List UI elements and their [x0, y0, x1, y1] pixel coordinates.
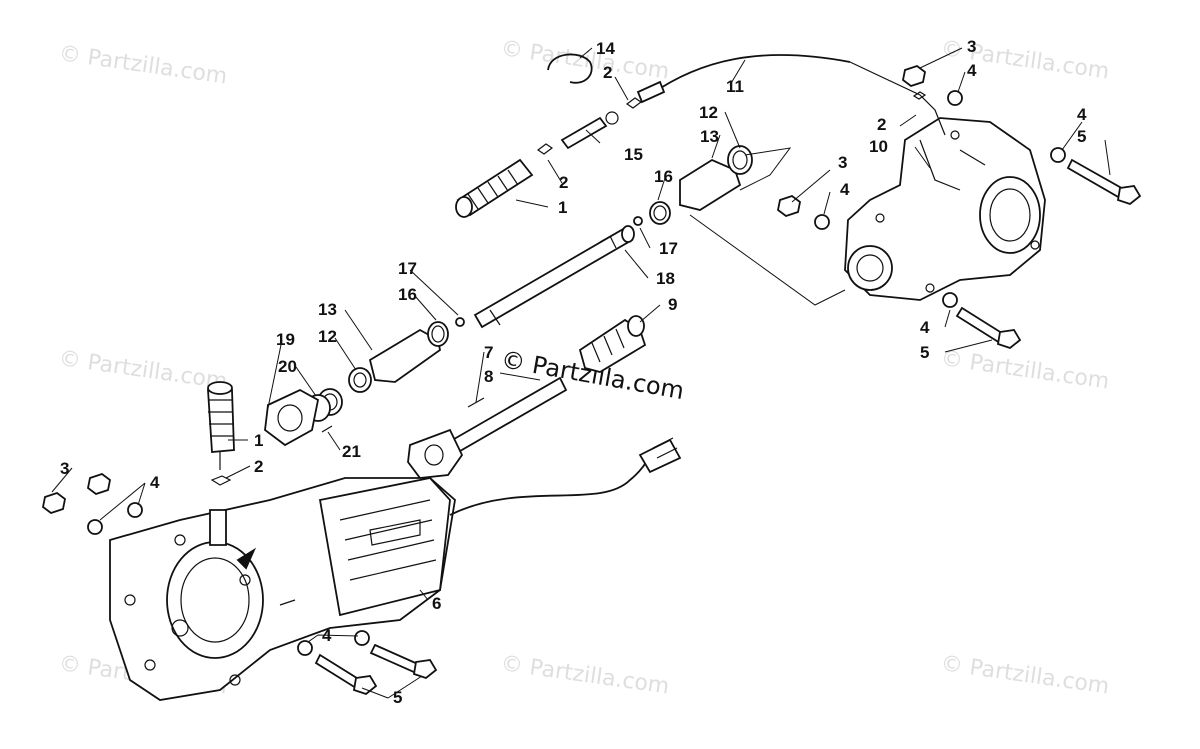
watermark: © Partzilla.com	[939, 36, 1111, 84]
boot-nine	[578, 315, 647, 373]
callout-label: 10	[869, 137, 888, 156]
transmission-left	[109, 477, 456, 701]
boot-right	[633, 145, 753, 226]
callout-label: 2	[603, 63, 612, 82]
callout-label: 4	[1077, 105, 1087, 124]
boot-vertical	[207, 381, 235, 486]
callout-label: 12	[699, 103, 718, 122]
callout-label: 5	[1077, 127, 1086, 146]
callout-label: 9	[668, 295, 677, 314]
callout-label: 3	[838, 153, 847, 172]
callout-label: 3	[60, 459, 69, 478]
callout-label: 14	[596, 39, 615, 58]
seal-plate	[264, 388, 343, 447]
watermark: © Partzilla.com	[57, 41, 229, 89]
callout-label: 4	[967, 61, 977, 80]
callout-label: 1	[558, 198, 567, 217]
callout-label: 4	[920, 318, 930, 337]
fasteners	[42, 64, 1142, 696]
watermark: © Partzilla.com	[499, 651, 671, 699]
watermark: © Partzilla.com	[939, 346, 1111, 394]
callout-label: 4	[322, 626, 332, 645]
callout-label: 16	[398, 285, 417, 304]
callout-label: 6	[432, 594, 441, 613]
callout-label: 2	[254, 457, 263, 476]
callout-numbers: 14 2 11 3 4 12 13 15 2 1 2 10 4 5 16 3 4…	[60, 37, 1087, 707]
callout-label: 2	[559, 173, 568, 192]
callout-label: 2	[877, 115, 886, 134]
callout-label: 13	[700, 127, 719, 146]
leader-lines	[51, 47, 1111, 699]
callout-label: 20	[278, 357, 297, 376]
callout-label: 21	[342, 442, 361, 461]
callout-label: 16	[654, 167, 673, 186]
callout-label: 18	[656, 269, 675, 288]
callout-label: 15	[624, 145, 643, 164]
callout-label: 8	[484, 367, 493, 386]
right-gearcase	[844, 117, 1046, 301]
watermark: © Partzilla.com	[499, 36, 671, 84]
callout-label: 4	[150, 473, 160, 492]
callout-label: 3	[967, 37, 976, 56]
callout-label: 7	[484, 343, 493, 362]
callout-label: 5	[920, 343, 929, 362]
boot-left	[348, 317, 465, 393]
watermark: © Partzilla.com	[939, 651, 1111, 699]
callout-label: 12	[318, 327, 337, 346]
callout-label: 11	[726, 77, 744, 96]
boot-top	[455, 158, 534, 218]
callout-label: 19	[276, 330, 295, 349]
watermark: © Partzilla.com	[57, 346, 229, 394]
callout-label: 1	[254, 431, 263, 450]
callout-label: 17	[398, 259, 417, 278]
callout-label: 13	[318, 300, 337, 319]
callout-label: 5	[393, 688, 402, 707]
callout-label: 4	[840, 180, 850, 199]
callout-label: 17	[659, 239, 678, 258]
drive-shaft	[473, 225, 635, 329]
output-shaft	[407, 376, 568, 479]
